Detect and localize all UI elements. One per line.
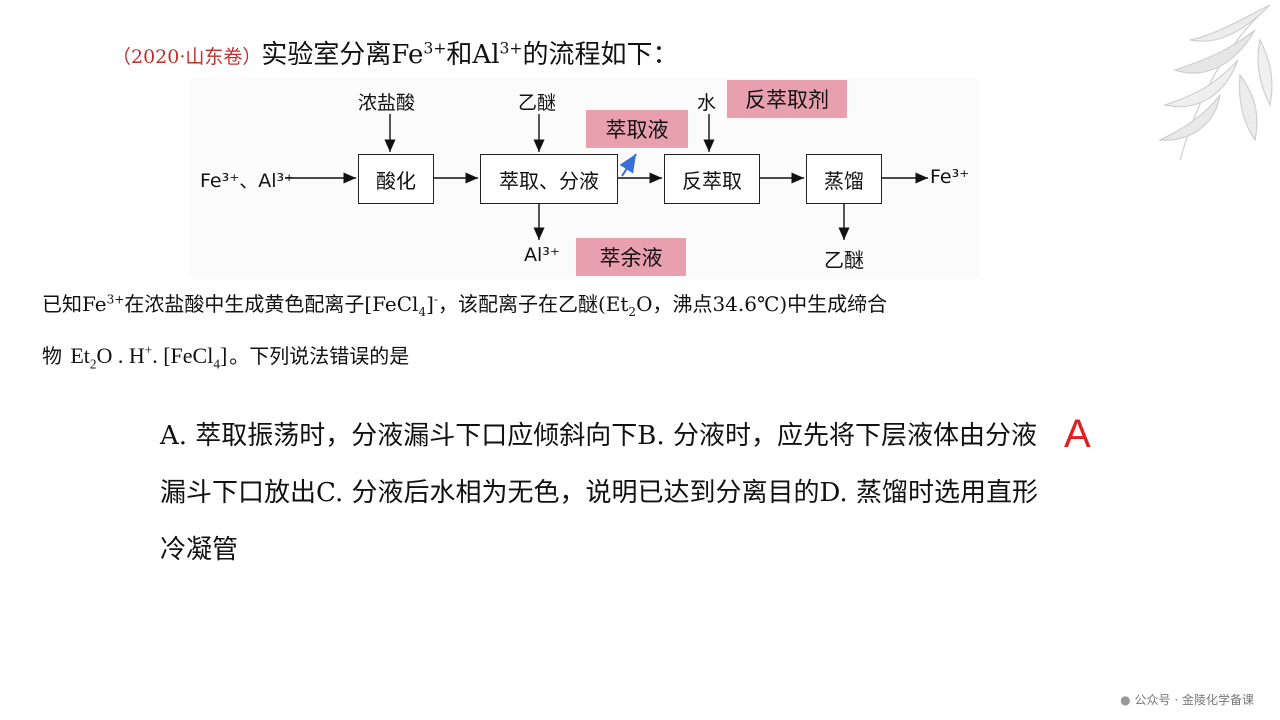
leaf-decoration-icon	[1157, 4, 1273, 161]
formula-sup: +	[144, 342, 153, 358]
known-line2-start: 物	[42, 344, 62, 368]
step-distill: 蒸馏	[806, 154, 882, 204]
flow-arrows	[285, 114, 928, 240]
highlight-extract-liquid: 萃取液	[586, 110, 688, 148]
title-tail: 的流程如下：	[522, 40, 679, 70]
output-ether: 乙醚	[824, 248, 864, 272]
formula-a: Et	[70, 343, 90, 368]
flowchart: Fe³⁺、Al³⁺ 浓盐酸 乙醚 水 酸化 萃取、分液 反萃取 蒸馏 Fe³⁺ …	[190, 78, 980, 278]
reagent-water: 水	[697, 92, 717, 114]
question-title: （2020·山东卷）实验室分离Fe3+和Al3+的流程如下：	[112, 34, 679, 71]
watermark: ●公众号 · 金陵化学备课	[1120, 691, 1254, 708]
step-acidify: 酸化	[358, 154, 434, 204]
watermark-text: 公众号 · 金陵化学备课	[1134, 693, 1254, 707]
blue-arrow-icon	[619, 153, 637, 177]
known-p4: O，沸点34.6℃)中生成缔合	[636, 292, 888, 316]
known-p3: ，该配离子在乙醚(Et	[437, 292, 629, 316]
known-line2-end: 。下列说法错误的是	[229, 344, 410, 368]
formula-d: ]	[219, 343, 228, 368]
known-p1: 已知Fe	[42, 292, 107, 316]
known-sup1: 3+	[106, 292, 125, 307]
known-p2: 在浓盐酸中生成黄色配离子[FeCl	[124, 292, 419, 316]
title-lead: 实验室分离Fe	[261, 40, 424, 70]
known-bracket: ]	[426, 292, 434, 316]
known-sub1: 4	[418, 305, 427, 319]
answer-options: A. 萃取振荡时，分液漏斗下口应倾斜向下B. 分液时，应先将下层液体由分液漏斗下…	[160, 421, 1038, 565]
step-extract: 萃取、分液	[480, 154, 618, 204]
known-info-line2: 物 Et2O . H+. [FeCl4]。下列说法错误的是	[42, 340, 410, 372]
step-back-extract: 反萃取	[664, 154, 760, 204]
correct-answer: A	[1064, 412, 1091, 456]
output-fe: Fe³⁺	[930, 166, 970, 188]
known-sub2: 2	[628, 305, 637, 319]
source-label: （2020·山东卷）	[112, 46, 262, 68]
title-sup2: 3+	[499, 39, 523, 58]
reagent-ether: 乙醚	[518, 92, 557, 114]
formula-sub: 2	[89, 356, 97, 372]
formula-b: O . H	[96, 343, 145, 368]
formula-c: . [FeCl	[152, 343, 214, 368]
highlight-back-extract-agent: 反萃取剂	[727, 80, 847, 118]
title-sup1: 3+	[423, 39, 447, 58]
input-label: Fe³⁺、Al³⁺	[200, 170, 295, 192]
highlight-raffinate: 萃余液	[576, 238, 686, 276]
title-mid: 和Al	[446, 40, 500, 70]
known-sup3: -	[433, 292, 438, 307]
known-info-line1: 已知Fe3+在浓盐酸中生成黄色配离子[FeCl4]-，该配离子在乙醚(Et2O，…	[42, 292, 888, 319]
output-al: Al³⁺	[524, 244, 560, 266]
reagent-hcl: 浓盐酸	[358, 92, 416, 114]
association-formula: Et2O . H+. [FeCl4]	[70, 342, 228, 372]
formula-sub2: 4	[213, 356, 220, 372]
wechat-icon: ●	[1120, 693, 1131, 707]
